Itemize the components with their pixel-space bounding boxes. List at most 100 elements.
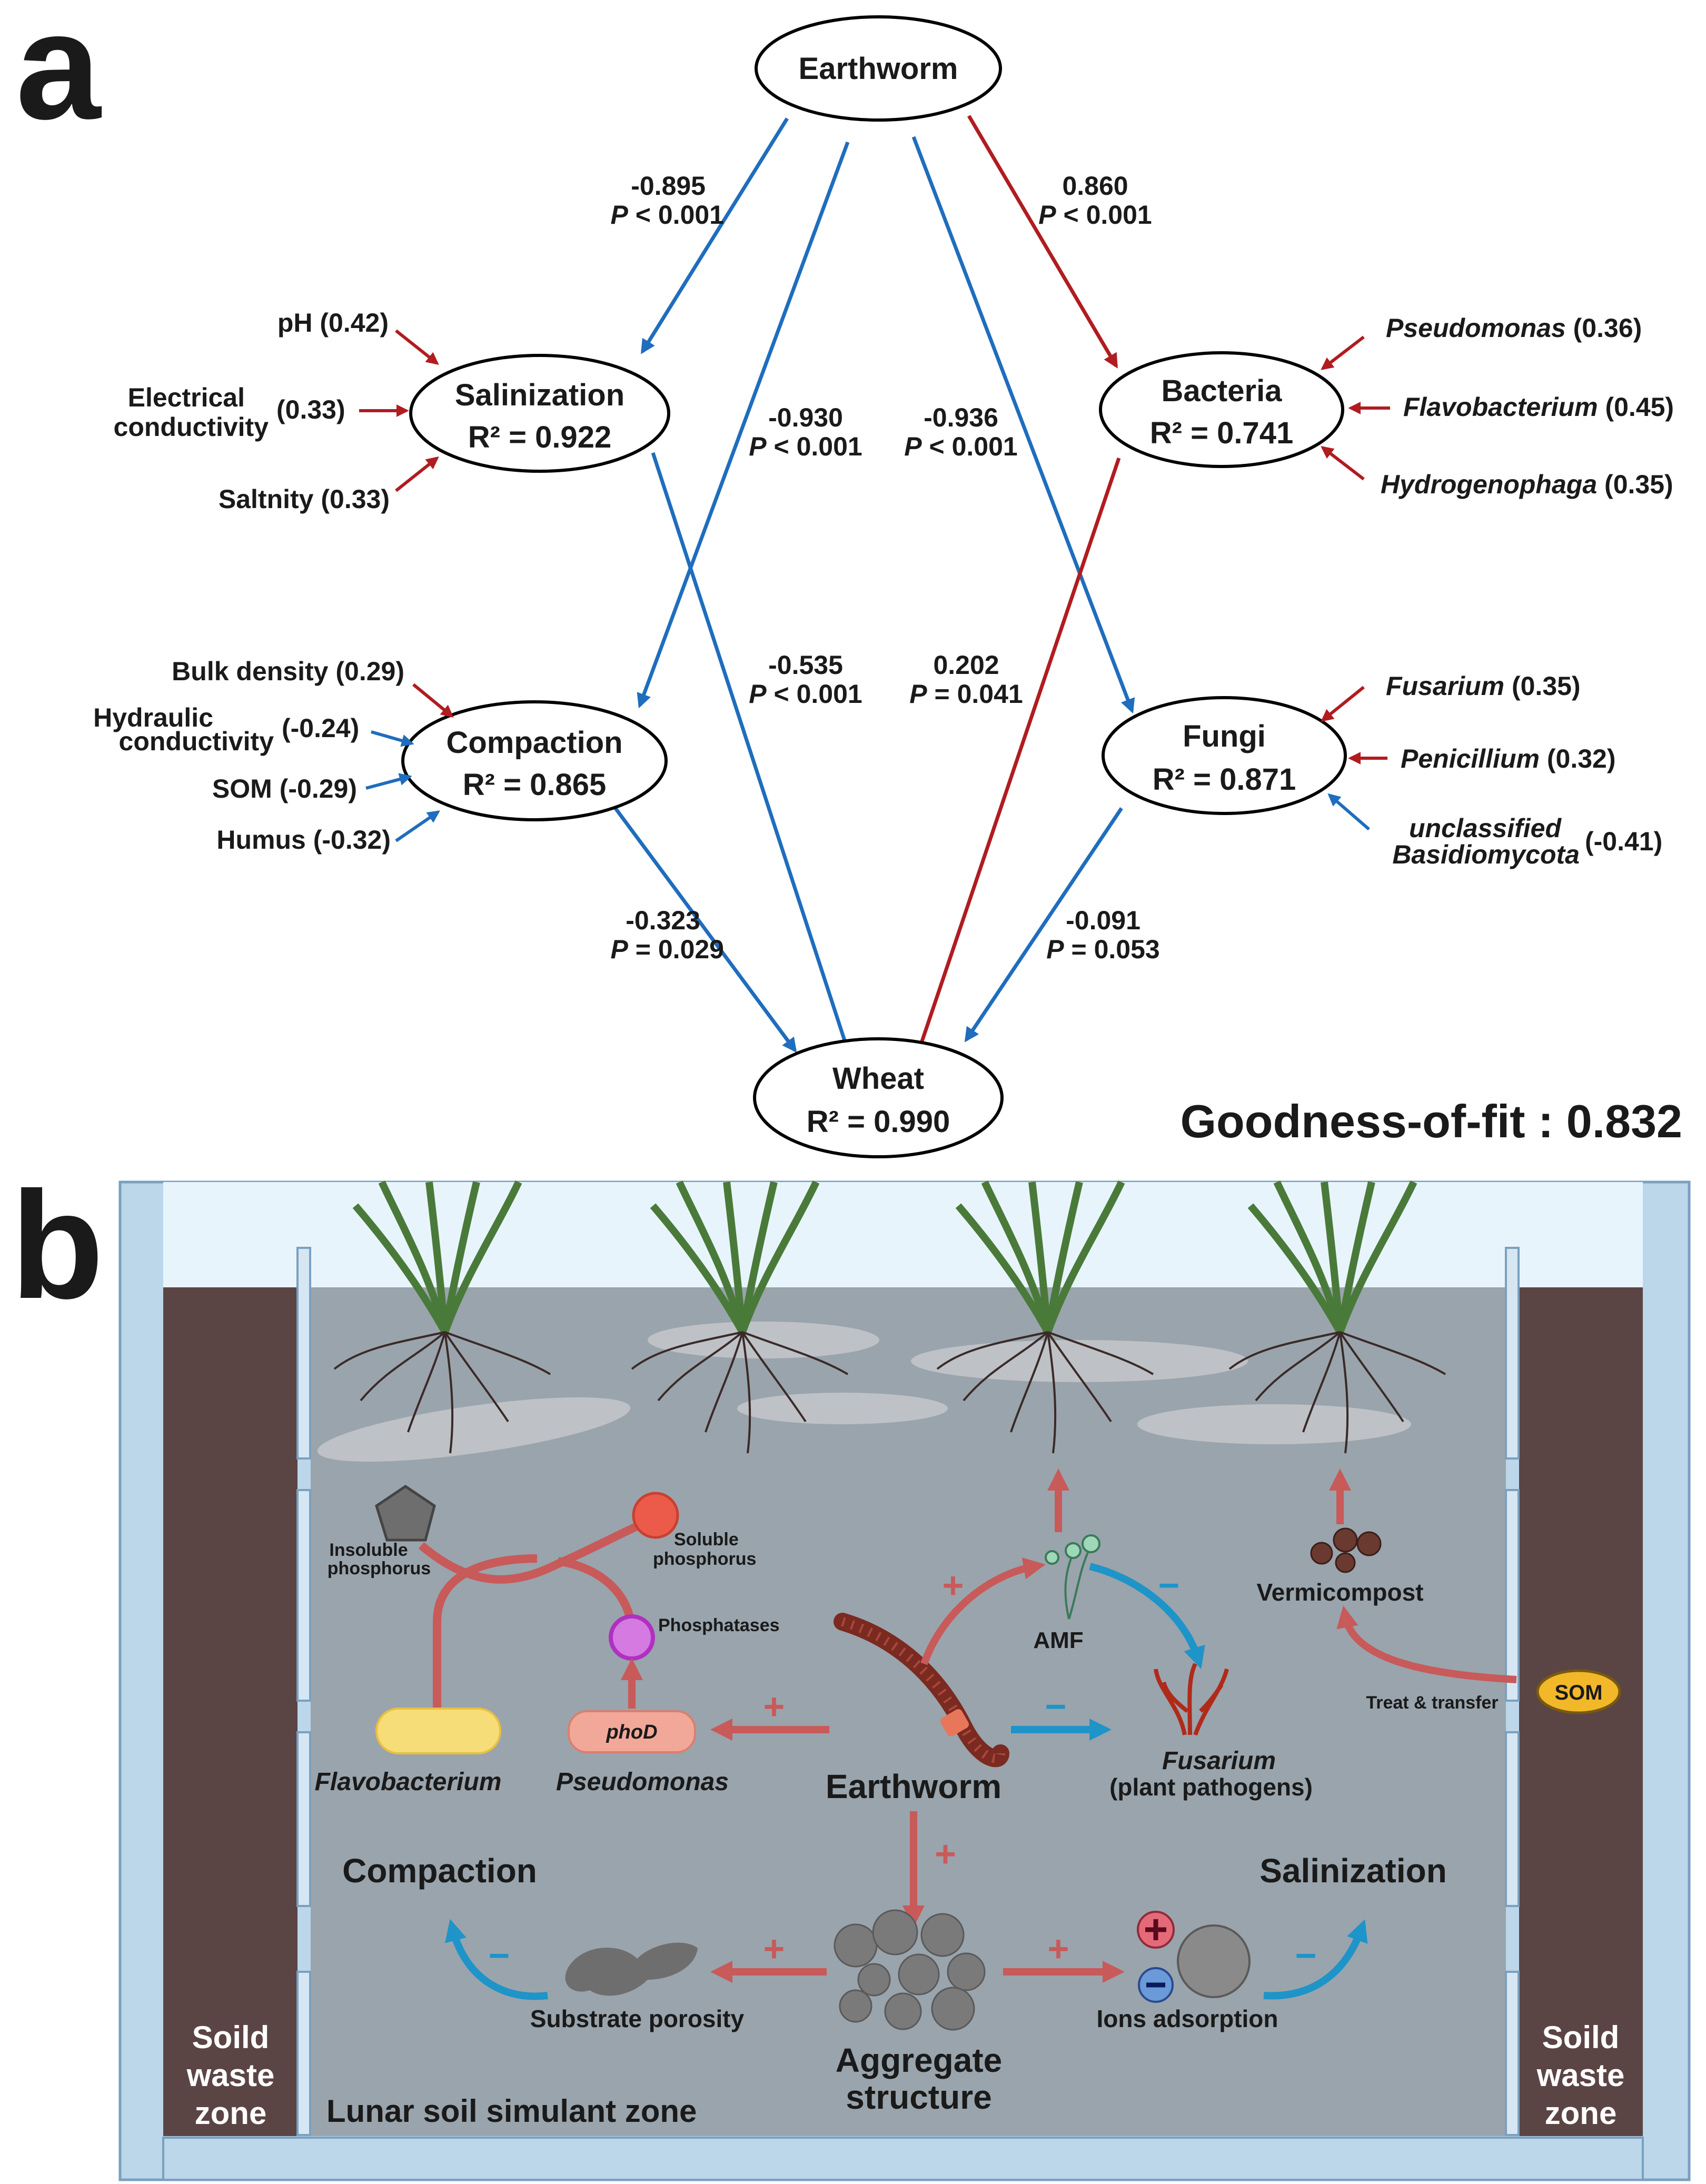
p-symbol: P [749,432,767,461]
node-compaction-name: Compaction [446,726,622,760]
arrow-porosity-to-compaction [445,1919,548,2000]
arrow-ions-to-salinization [1263,1919,1368,2000]
node-compaction: Compaction R² = 0.865 [401,700,668,821]
node-earthworm: Earthworm [755,15,1002,122]
indicator-hydraulic-line2: conductivity [119,727,274,756]
arrow-fusarium [1321,686,1365,722]
coef-p: P = 0.029 [611,935,724,964]
phosphatases-icon [609,1614,655,1661]
aggregate-label-1: Aggregate [836,2041,1003,2079]
earthworm-center: Earthworm + − + + [710,1557,1112,1928]
indicator-saltnity: Saltnity (0.33) [219,484,390,514]
fusarium-icon [1154,1663,1229,1736]
panel-b: b [11,1160,1691,2181]
indicator-name: pH [277,308,313,337]
waste-zone-right-label: Soild waste zone [1536,2020,1625,2131]
indicator-value: (0.32) [1547,744,1616,773]
arrow-earthworm-compaction [637,141,850,709]
pseudomonas-label: Pseudomonas [556,1768,729,1796]
indicator-basidiomycota-line2: Basidiomycota [1392,840,1580,869]
indicator-name: Penicillium [1401,744,1540,773]
indicator-penicillium: Penicillium (0.32) [1401,744,1616,773]
phod-label: phoD [606,1721,657,1743]
coef-earthworm-bacteria: 0.860 P < 0.001 [1038,171,1152,230]
indicator-ec-line2: conductivity [114,412,269,442]
node-salinization-r2: R² = 0.922 [468,420,611,454]
arrow-som-to-vermicompost [1336,1605,1517,1683]
arrow-earthworm-to-amf [920,1557,1046,1665]
arrow-pseudomonas [1321,335,1365,370]
vermicompost-icon [1310,1527,1382,1573]
plus-sign: + [763,1928,785,1969]
ion-particle-icon [1177,1924,1251,1998]
lunar-zone-label: Lunar soil simulant zone [326,2093,697,2129]
vermicompost-group: Vermicompost Treat & transfer SOM [1257,1468,1621,1714]
node-wheat-r2: R² = 0.990 [807,1105,950,1139]
porosity-group: Substrate porosity − Compaction [342,1852,745,2032]
p-value: = 0.029 [636,935,724,964]
coef-p: P < 0.001 [749,432,862,461]
coef-value: -0.535 [768,650,843,680]
wheat-plant [631,1180,849,1454]
p-value: < 0.001 [929,432,1018,461]
earthworm-label: Earthworm [826,1768,1001,1805]
amf-label: AMF [1033,1627,1083,1653]
coef-bacteria-wheat: 0.202 P = 0.041 [909,650,1023,709]
fusarium-group: Fusarium (plant pathogens) [1109,1663,1313,1801]
coef-compaction-wheat: -0.323 P = 0.029 [611,906,724,964]
waste-right-line3: zone [1545,2096,1617,2131]
indicator-name: Fusarium [1386,671,1504,701]
phod-icon [568,1710,696,1753]
coef-earthworm-salinization: -0.895 P < 0.001 [611,171,724,230]
aggregate-group: Aggregate structure + + [710,1909,1125,2116]
phosphatases-label: Phosphatases [658,1615,780,1635]
node-bacteria-name: Bacteria [1162,374,1283,408]
minus-sign: − [1045,1686,1067,1727]
plus-sign: + [763,1686,785,1727]
waste-zone-left [163,1287,297,2136]
waste-right-line1: Soild [1542,2020,1620,2055]
coef-p: P = 0.053 [1046,935,1159,964]
waste-zone-left-label: Soild waste zone [186,2020,275,2131]
goodness-of-fit: Goodness-of-fit : 0.832 [1181,1095,1682,1147]
coef-value: 0.860 [1062,171,1128,201]
node-earthworm-label: Earthworm [799,52,958,86]
arrow-compaction-wheat [612,804,797,1053]
p-symbol: P [749,679,767,709]
arrow-salinization-wheat [651,452,857,1069]
p-value: < 0.001 [636,200,724,230]
amf-icon [1045,1534,1100,1620]
panel-b-letter: b [11,1160,104,1331]
coef-value: -0.895 [631,171,706,201]
indicator-arrows [359,329,1390,842]
node-bacteria: Bacteria R² = 0.741 [1099,351,1344,468]
indicator-basidiomycota-line1: unclassified [1409,813,1562,843]
coef-value: 0.202 [933,650,999,680]
coef-p: P = 0.041 [909,679,1023,709]
node-fungi-r2: R² = 0.871 [1153,762,1296,797]
indicator-ec-value: (0.33) [276,395,345,424]
indicator-name: Bulk density [172,657,328,686]
indicator-som: SOM (-0.29) [212,774,357,803]
p-symbol: P [611,200,629,230]
flavo-link [433,1554,538,1722]
p-symbol: P [1038,200,1056,230]
node-salinization: Salinization R² = 0.922 [409,354,670,473]
p-value: < 0.001 [774,432,862,461]
flavobacterium-icon [375,1708,501,1754]
arrow-earthworm-bacteria [967,115,1118,369]
indicator-value: (0.35) [1512,671,1581,701]
node-wheat-name: Wheat [832,1061,924,1096]
indicator-name: Humus [216,825,305,855]
salinization-label: Salinization [1259,1852,1447,1890]
soil-patches [317,1322,1411,1462]
arrow-bulk-density [412,683,454,718]
indicator-hydraulic-value: (-0.24) [282,713,359,743]
coef-value: -0.091 [1066,906,1140,935]
plus-sign: + [935,1833,956,1874]
aggregate-icon [834,1909,986,2031]
indicator-value: (0.36) [1573,313,1642,343]
separator-posts [296,1247,1520,2136]
indicator-value: (-0.29) [280,774,357,803]
flavobacterium-label: Flavobacterium [315,1768,502,1796]
